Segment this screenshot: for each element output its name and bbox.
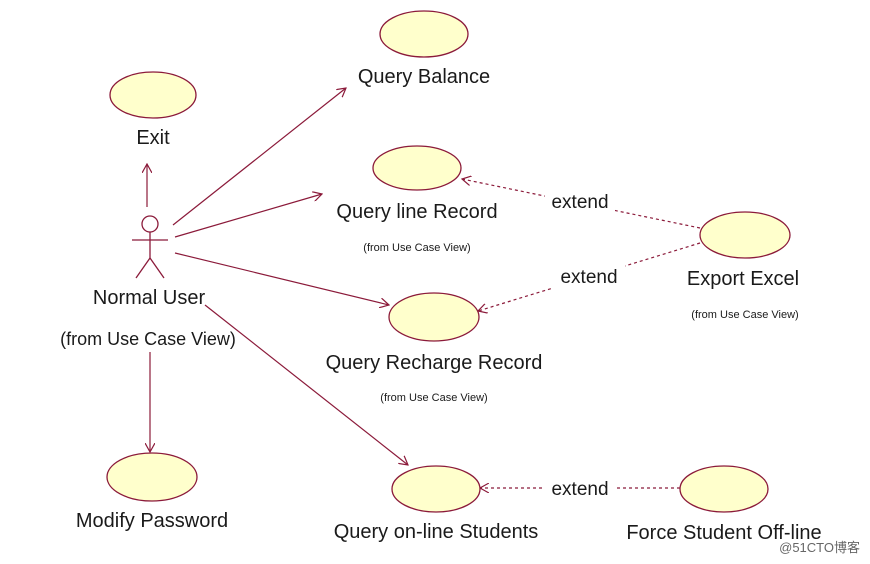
extend-label-bg-1 bbox=[545, 188, 615, 214]
usecase-package-label: (from Use Case View) bbox=[380, 392, 487, 404]
usecase-force-student-offline[interactable]: Force Student Off-line bbox=[626, 465, 822, 544]
usecase-ellipse bbox=[379, 10, 469, 58]
association-query-online-students bbox=[204, 304, 408, 465]
usecase-label: Export Excel bbox=[687, 268, 799, 290]
extend-label-bg-2 bbox=[553, 264, 625, 290]
usecase-label: Query Recharge Record bbox=[326, 352, 543, 374]
usecase-ellipse bbox=[391, 465, 481, 513]
actor-head bbox=[141, 215, 159, 233]
extend-label-line-record: extend bbox=[551, 192, 608, 213]
extend-label-bg-3 bbox=[543, 476, 617, 502]
actor-right-leg bbox=[149, 257, 165, 279]
usecase-label: Query line Record bbox=[336, 201, 497, 223]
usecase-package-label: (from Use Case View) bbox=[363, 242, 470, 254]
extend-label-recharge-record: extend bbox=[560, 267, 617, 288]
usecase-label: Modify Password bbox=[76, 510, 228, 532]
usecase-label: Exit bbox=[136, 127, 170, 149]
actor-left-leg bbox=[135, 257, 151, 279]
usecase-query-balance[interactable]: Query Balance bbox=[358, 10, 490, 88]
actor-package-label: (from Use Case View) bbox=[60, 329, 236, 349]
usecase-label: Query on-line Students bbox=[334, 521, 539, 543]
usecase-query-recharge-record[interactable]: Query Recharge Record (from Use Case Vie… bbox=[326, 292, 543, 404]
association-query-line-record bbox=[174, 194, 322, 238]
actor-normal-user[interactable] bbox=[132, 215, 168, 279]
usecase-export-excel[interactable]: Export Excel (from Use Case View) bbox=[687, 211, 799, 321]
usecase-query-line-record[interactable]: Query line Record (from Use Case View) bbox=[336, 145, 498, 254]
usecase-exit[interactable]: Exit bbox=[109, 71, 197, 149]
usecase-ellipse bbox=[372, 145, 462, 191]
actor-name-label: Normal User bbox=[93, 287, 206, 309]
watermark: @51CTO博客 bbox=[779, 540, 860, 555]
association-query-balance bbox=[172, 88, 346, 226]
extend-label-online-students: extend bbox=[551, 479, 608, 500]
usecase-ellipse bbox=[388, 292, 480, 342]
usecase-package-label: (from Use Case View) bbox=[691, 309, 798, 321]
usecase-label: Query Balance bbox=[358, 66, 490, 88]
usecase-ellipse bbox=[699, 211, 791, 259]
association-query-recharge-record bbox=[174, 252, 389, 305]
usecase-query-online-students[interactable]: Query on-line Students bbox=[334, 465, 539, 543]
usecase-ellipse bbox=[679, 465, 769, 513]
usecase-ellipse bbox=[106, 452, 198, 502]
usecase-ellipse bbox=[109, 71, 197, 119]
usecase-label: Force Student Off-line bbox=[626, 522, 821, 544]
usecase-modify-password[interactable]: Modify Password bbox=[76, 452, 228, 532]
